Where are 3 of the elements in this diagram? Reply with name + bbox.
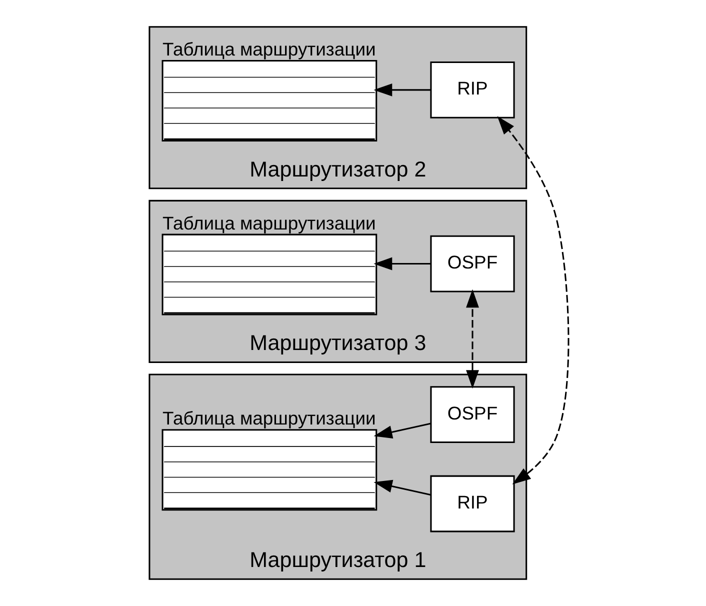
node-label: Таблица маршрутизации xyxy=(162,408,376,429)
node-label: Таблица маршрутизации xyxy=(162,38,376,60)
node-label: Таблица маршрутизации xyxy=(162,212,376,234)
